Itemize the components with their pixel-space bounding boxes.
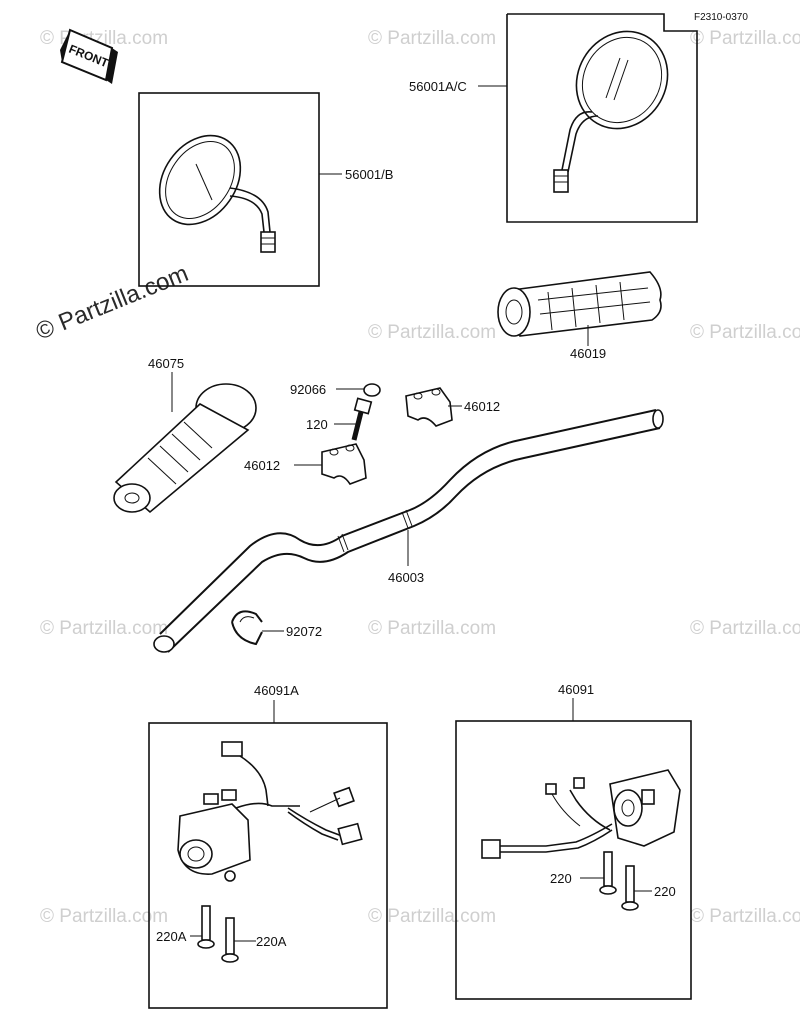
svg-text:© Partzilla.com: © Partzilla.com — [690, 28, 800, 49]
label-switch-left: 46091A — [254, 683, 299, 698]
bolt-part — [351, 397, 373, 441]
watermark-main: © Partzilla.com — [32, 260, 192, 346]
screw-right-b-part — [621, 865, 639, 911]
watermark-layer: © Partzilla.com © Partzilla.com © Partzi… — [40, 28, 800, 927]
mirror-left-box — [138, 92, 320, 287]
switch-left-box — [148, 722, 388, 1009]
label-clamp: 92072 — [286, 624, 322, 639]
handlebar-part — [153, 409, 664, 653]
svg-text:© Partzilla.com: © Partzilla.com — [690, 322, 800, 343]
svg-text:© Partzilla.com: © Partzilla.com — [690, 906, 800, 927]
drawing-code: F2310-0370 — [694, 12, 748, 23]
svg-text:© Partzilla.com: © Partzilla.com — [690, 618, 800, 639]
label-mirror-left: 56001/B — [345, 167, 393, 182]
label-screw-left-b: 220A — [256, 934, 287, 949]
label-screw-right-a: 220 — [550, 871, 572, 886]
screw-left-b-part — [221, 917, 239, 963]
svg-text:© Partzilla.com: © Partzilla.com — [368, 28, 496, 49]
label-handlebar: 46003 — [388, 570, 424, 585]
label-holder-lower: 46012 — [244, 458, 280, 473]
label-mirror-right: 56001A/C — [409, 79, 467, 94]
mirror-right-box — [506, 13, 698, 223]
cap-nut-part — [363, 383, 381, 397]
label-holder-upper: 46012 — [464, 399, 500, 414]
svg-text:© Partzilla.com: © Partzilla.com — [368, 322, 496, 343]
label-bolt: 120 — [306, 417, 328, 432]
label-grip-left: 46075 — [148, 356, 184, 371]
front-arrow-icon: FRONT — [60, 28, 118, 84]
svg-text:© Partzilla.com: © Partzilla.com — [368, 618, 496, 639]
svg-text:© Partzilla.com: © Partzilla.com — [368, 906, 496, 927]
label-screw-left-a: 220A — [156, 929, 187, 944]
label-screw-right-b: 220 — [654, 884, 676, 899]
clamp-part — [231, 610, 263, 646]
grip-left-part — [113, 383, 257, 514]
label-grip-right: 46019 — [570, 346, 606, 361]
holder-upper-part — [405, 387, 453, 427]
screw-left-a-part — [197, 905, 215, 949]
svg-text:© Partzilla.com: © Partzilla.com — [40, 906, 168, 927]
holder-lower-part — [321, 443, 367, 485]
svg-text:© Partzilla.com: © Partzilla.com — [40, 618, 168, 639]
label-cap-nut: 92066 — [290, 382, 326, 397]
switch-right-box — [455, 720, 692, 1000]
label-switch-right: 46091 — [558, 682, 594, 697]
screw-right-a-part — [599, 851, 617, 895]
grip-right-part — [497, 271, 662, 337]
